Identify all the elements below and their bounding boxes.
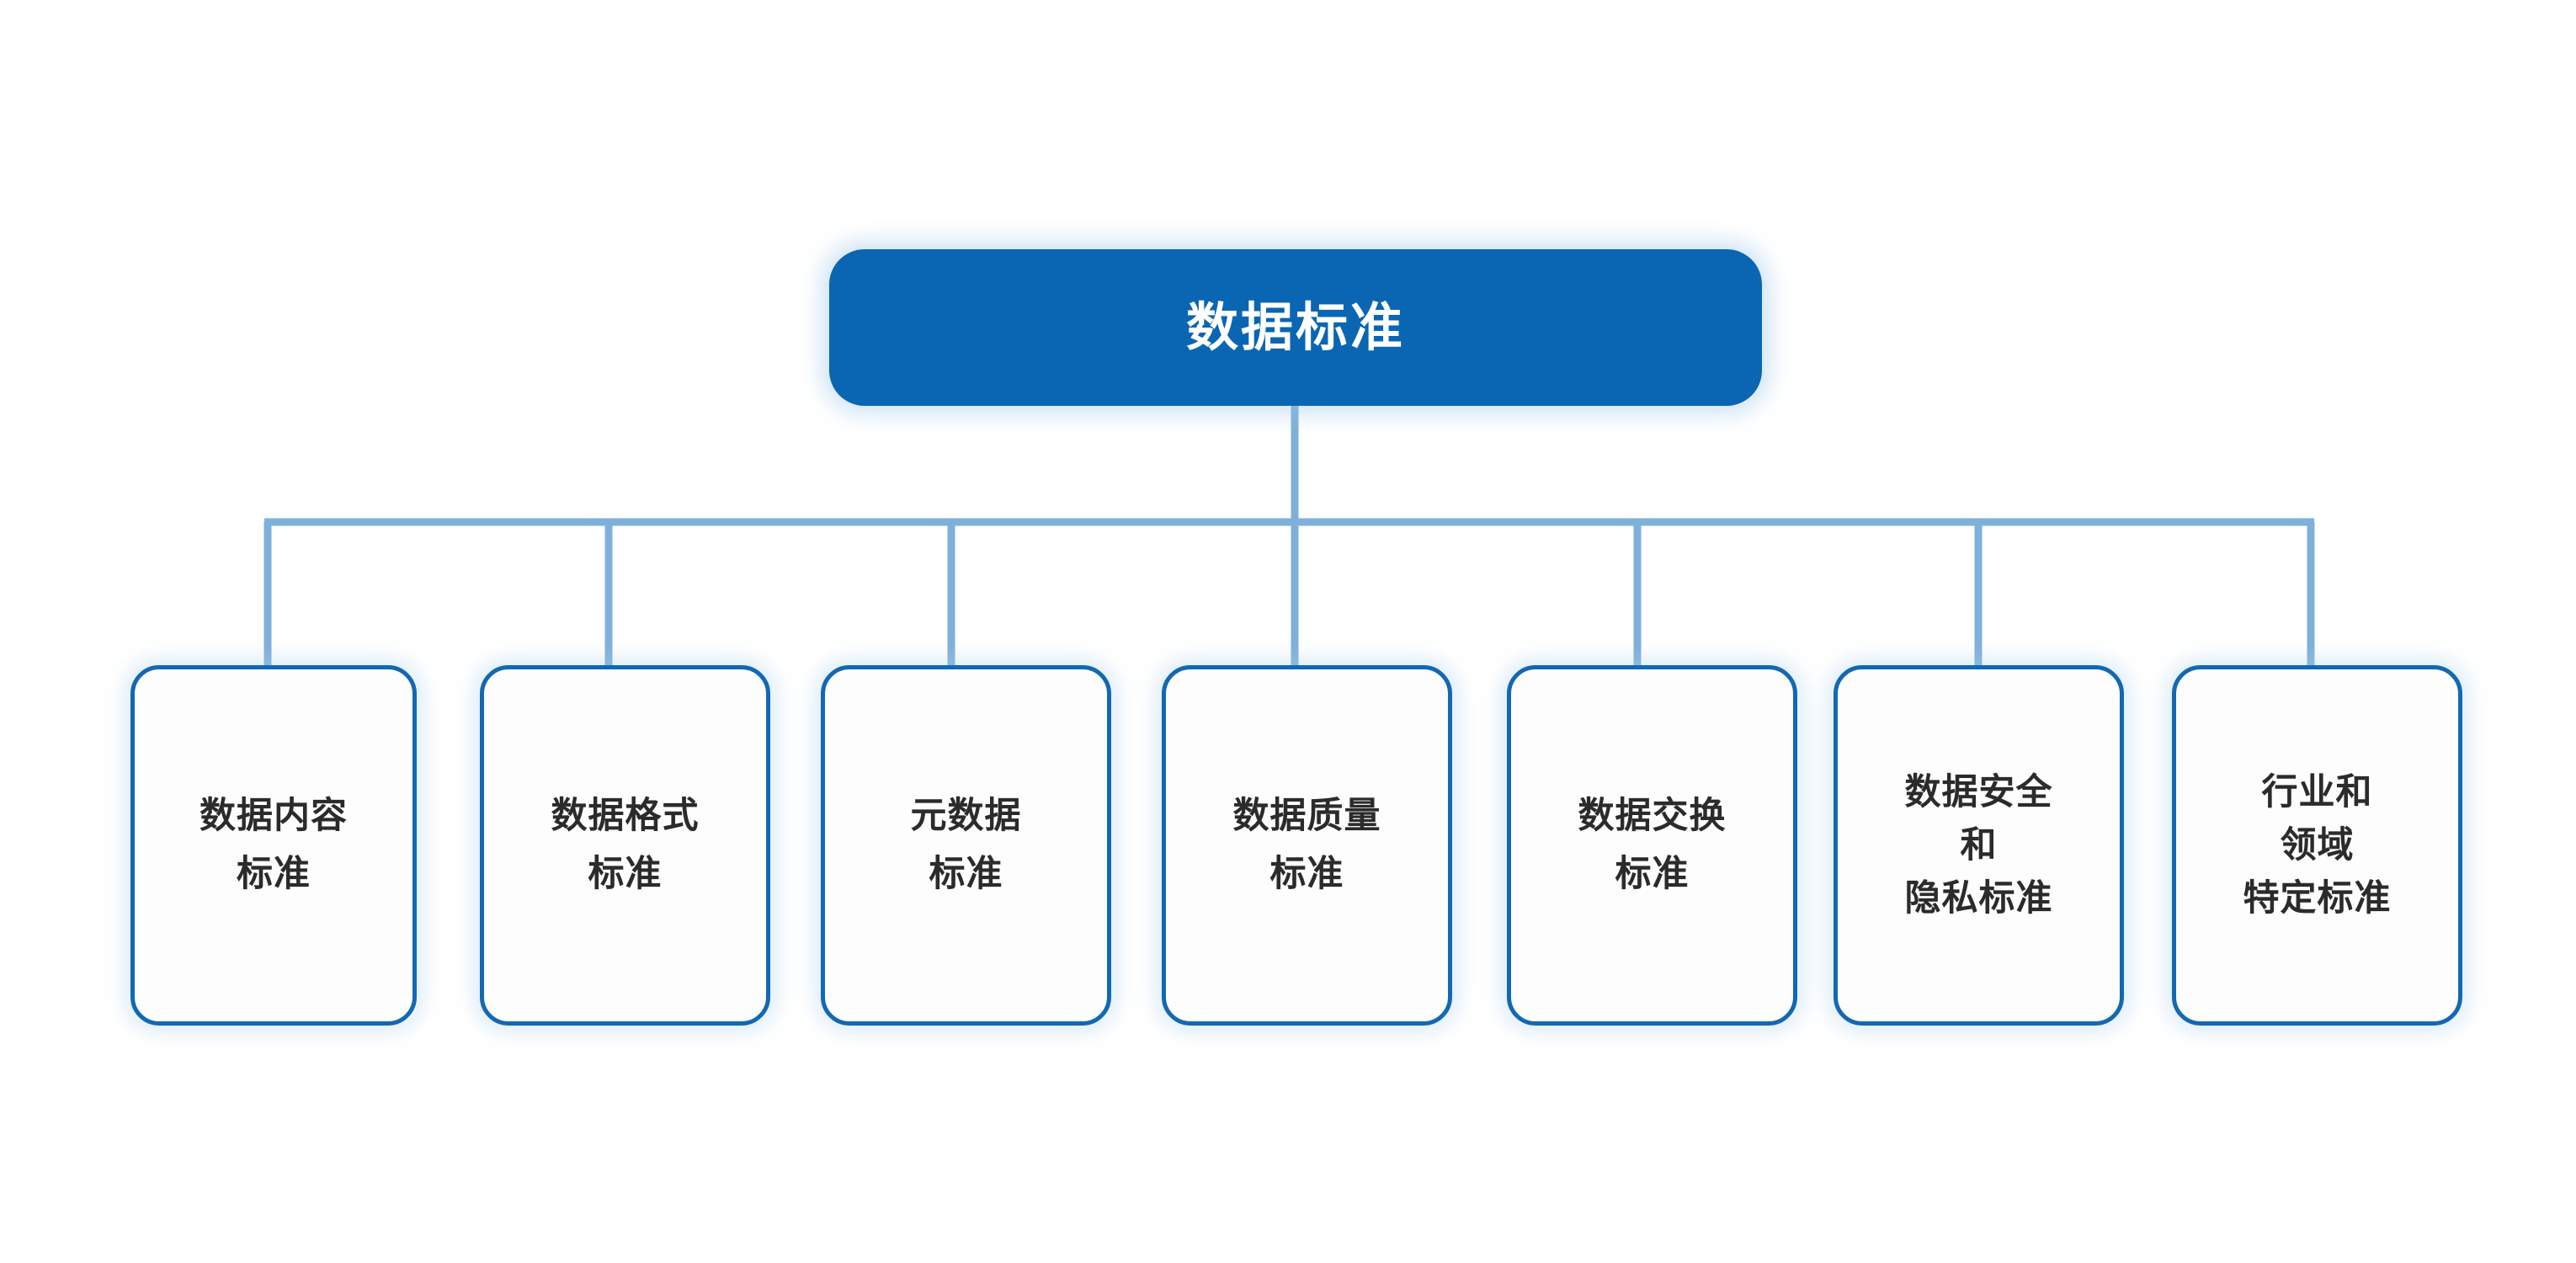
root-node-data-standard[interactable]: 数据标准 (829, 249, 1762, 406)
node-label-line-1: 数据安全 (1904, 770, 2053, 813)
node-data-exchange-standard[interactable]: 数据交换 标准 (1507, 665, 1797, 1026)
node-data-content-standard[interactable]: 数据内容 标准 (130, 665, 417, 1026)
node-label-line-2: 标准 (1615, 853, 1690, 895)
node-label-line-2: 标准 (588, 853, 663, 895)
node-label-line-1: 数据内容 (200, 795, 348, 837)
node-data-quality-standard[interactable]: 数据质量 标准 (1162, 665, 1452, 1026)
node-label-line-2: 标准 (1269, 853, 1344, 895)
node-industry-domain-specific-standard[interactable]: 行业和 领域 特定标准 (2172, 665, 2462, 1026)
node-label-line-3: 隐私标准 (1904, 877, 2053, 919)
node-label-line-1: 元数据 (910, 795, 1022, 837)
root-node-label: 数据标准 (1185, 296, 1405, 358)
node-metadata-standard[interactable]: 元数据 标准 (821, 665, 1111, 1026)
node-label-line-1: 数据格式 (551, 795, 700, 837)
node-data-security-privacy-standard[interactable]: 数据安全 和 隐私标准 (1834, 665, 2124, 1026)
node-label-line-1: 数据交换 (1578, 795, 1727, 837)
node-label-line-1: 行业和 (2261, 770, 2373, 813)
node-label-line-2: 领域 (2280, 823, 2355, 866)
node-label-line-3: 特定标准 (2243, 877, 2392, 919)
node-label-line-2: 标准 (237, 853, 311, 895)
node-label-line-2: 标准 (929, 853, 1003, 895)
node-label-line-1: 数据质量 (1232, 795, 1381, 837)
node-label-line-2: 和 (1960, 823, 1998, 866)
node-data-format-standard[interactable]: 数据格式 标准 (480, 665, 770, 1026)
